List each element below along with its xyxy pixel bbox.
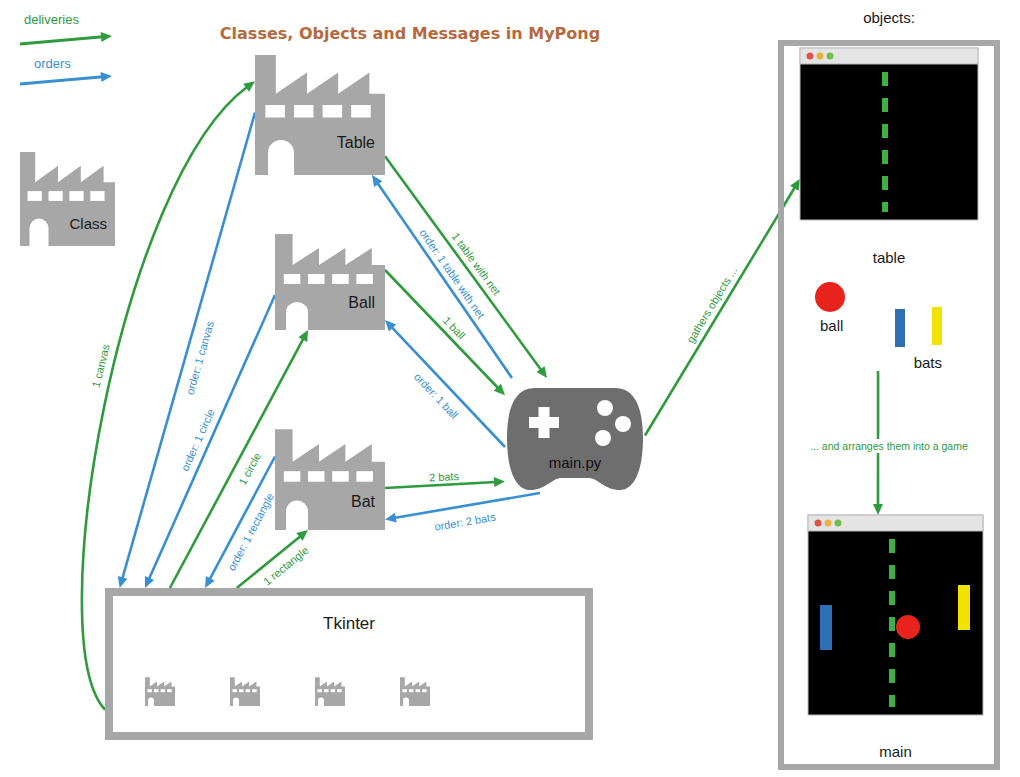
gamepad-icon (505, 378, 645, 493)
legend-arrow-sample (20, 37, 103, 44)
small-factory (230, 677, 260, 706)
title-holder: Classes, Objects and Messages in MyPong (150, 24, 670, 43)
red-ball (815, 282, 845, 312)
factory-icon (275, 230, 385, 330)
edge-label: ... and arranges them into a game (808, 439, 970, 453)
edge-label: 1 ball (440, 314, 467, 342)
class-factory: Ball (275, 230, 385, 330)
connector-line (391, 327, 505, 447)
factory-icon (275, 425, 385, 530)
legend-entry: deliveries (24, 12, 79, 27)
edge-label: order: 1 ball (412, 370, 461, 421)
legend-arrow-sample (20, 77, 103, 84)
window-button (815, 520, 822, 527)
gamepad-button (597, 400, 613, 416)
connector-line (122, 113, 255, 580)
connector-line (377, 182, 512, 378)
class-factory: Bat (275, 425, 385, 530)
class-name: Ball (348, 294, 375, 312)
panel-heading: objects: (778, 5, 1000, 33)
window-illustration (800, 48, 978, 220)
legend-text: orders (34, 56, 71, 71)
blue-bat (820, 605, 832, 650)
ball-object: ball (812, 278, 862, 334)
connector-line (385, 270, 499, 389)
connector-line (645, 187, 795, 436)
library-name: Tkinter (323, 614, 375, 634)
gamepad-button (595, 430, 611, 446)
bats-object: bats (868, 303, 952, 371)
small-factory (145, 677, 175, 706)
edge-label: 1 rectangle (261, 544, 311, 588)
table-window: table (800, 48, 978, 266)
edge-label: 1 circle (236, 450, 264, 487)
game-window: main (808, 515, 983, 760)
red-ball (896, 615, 920, 639)
connector-line (149, 295, 275, 580)
gamepad-cross (539, 407, 550, 438)
legend-arrow-head (101, 32, 112, 42)
edge-label: 1 canvas (89, 343, 112, 389)
connector (645, 179, 800, 436)
legend-text: deliveries (24, 12, 79, 27)
diagram-title: Classes, Objects and Messages in MyPong (220, 24, 600, 43)
connector (118, 113, 255, 589)
yellow-bat (958, 585, 970, 630)
object-name: bats (914, 354, 942, 371)
tkinter-box: Tkinter (105, 588, 593, 740)
blue-bat (895, 309, 905, 347)
yellow-bat (932, 307, 942, 345)
legend-entry: orders (34, 56, 71, 71)
window-body (800, 48, 978, 220)
edge-label: gathers objects ... (684, 264, 740, 345)
connector (145, 295, 275, 588)
gamepad-body (507, 388, 643, 490)
object-name: ball (820, 317, 843, 334)
window-titlebar (800, 48, 978, 64)
edge-label: order: 1 canvas (183, 320, 216, 396)
window-body (808, 515, 983, 715)
window-titlebar (808, 515, 983, 531)
class-factory: Table (255, 50, 385, 175)
connector (385, 320, 505, 447)
legend-class-icon: Class (20, 148, 115, 246)
gamepad-node: main.py (505, 378, 645, 493)
class-name: Bat (351, 493, 375, 511)
window-button (825, 520, 832, 527)
object-name: table (873, 249, 906, 266)
factory-shape (275, 234, 385, 330)
factory-icon (255, 50, 385, 175)
net-line (882, 72, 888, 212)
window-button (817, 53, 824, 60)
factory-shape (20, 152, 115, 246)
small-factory (400, 677, 430, 706)
file-name: main.py (549, 454, 602, 471)
arrow-head (372, 175, 382, 187)
small-factory (315, 677, 345, 706)
object-name: main (879, 743, 912, 760)
objects-panel: objects: table ball bats main (778, 5, 1000, 770)
window-illustration (808, 515, 983, 715)
window-button (835, 520, 842, 527)
window-button (827, 53, 834, 60)
edge-label: order: 1 rectangle (225, 491, 277, 573)
gamepad-button (615, 416, 631, 432)
legend-text: Class (69, 215, 107, 232)
edge-label: 2 bats (429, 470, 460, 484)
factory-shape (275, 429, 385, 530)
factory-shape (255, 55, 385, 175)
class-name: Table (337, 134, 375, 152)
edge-label: order: 2 bats (433, 511, 496, 534)
edge-label: order: 1 circle (179, 407, 218, 473)
net-line (889, 539, 895, 707)
window-button (807, 53, 814, 60)
legend-arrow-head (101, 72, 112, 82)
connector-line (385, 156, 542, 370)
